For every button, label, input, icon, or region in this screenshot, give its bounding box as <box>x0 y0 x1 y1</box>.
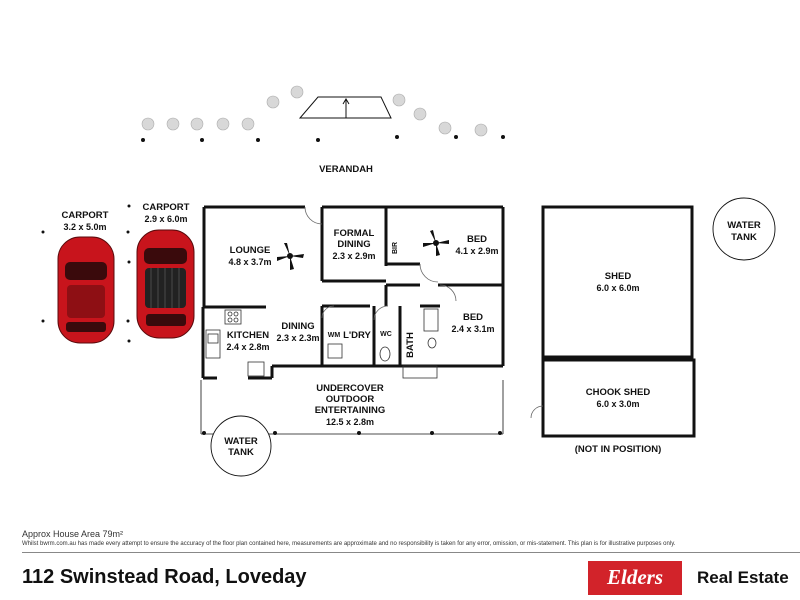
water-tank-2-line-2: TANK <box>731 232 757 243</box>
house-walls <box>201 205 505 380</box>
carport-1-size: 3.2 x 5.0m <box>63 222 106 232</box>
kitchen-size: 2.4 x 2.8m <box>226 342 269 352</box>
kitchen-fixtures <box>205 309 265 377</box>
bath-label: BATH <box>405 332 416 358</box>
dining-size: 2.3 x 2.3m <box>276 333 319 343</box>
laundry-tub <box>327 343 343 359</box>
formal-dining-name-1: FORMAL <box>334 228 375 239</box>
bed-1-name: BED <box>467 234 487 245</box>
carport-2-size: 2.9 x 6.0m <box>144 214 187 224</box>
wm-label: WM <box>328 332 341 339</box>
chook-shed: CHOOK SHED 6.0 x 3.0m (NOT IN POSITION) <box>530 358 696 455</box>
shed: SHED 6.0 x 6.0m <box>541 205 694 359</box>
water-tank-1: WATER TANK <box>210 415 272 477</box>
water-tank-1-line-1: WATER <box>224 436 258 447</box>
carport-2: CARPORT 2.9 x 6.0m <box>127 202 195 343</box>
formal-dining-size: 2.3 x 2.9m <box>332 251 375 261</box>
outdoor-line-1: UNDERCOVER <box>316 383 384 394</box>
toilet-icon <box>379 346 391 362</box>
car-icon <box>136 229 195 339</box>
disclaimer-text: Whilst bwrm.com.au has made every attemp… <box>22 541 676 547</box>
real-estate-label: Real Estate <box>697 568 789 587</box>
property-address: 112 Swinstead Road, Loveday <box>22 566 307 588</box>
lounge-name: LOUNGE <box>230 245 271 256</box>
wc-label: WC <box>380 331 392 338</box>
house-area-note: Approx House Area 79m² <box>22 529 124 539</box>
elders-logo-text: Elders <box>606 565 663 589</box>
water-tank-2: WATER TANK <box>712 197 776 261</box>
dining-name: DINING <box>281 321 314 332</box>
carport-2-name: CARPORT <box>143 202 190 213</box>
lounge-size: 4.8 x 3.7m <box>228 257 271 267</box>
floor-plan: VERANDAH CARPORT 3.2 x 5.0m CARPORT 2.9 … <box>41 85 776 477</box>
footer-divider <box>22 552 800 553</box>
door-swings <box>304 206 457 321</box>
bir-label: BIR <box>392 242 399 254</box>
outdoor-line-3: ENTERTAINING <box>315 405 386 416</box>
formal-dining-name-2: DINING <box>337 239 370 250</box>
verandah-label: VERANDAH <box>319 164 373 175</box>
chook-shed-size: 6.0 x 3.0m <box>596 399 639 409</box>
shed-size: 6.0 x 6.0m <box>596 283 639 293</box>
chook-shed-name: CHOOK SHED <box>586 387 651 398</box>
bed-1-size: 4.1 x 2.9m <box>455 246 498 256</box>
outdoor-line-2: OUTDOOR <box>326 394 375 405</box>
carport-1-name: CARPORT <box>62 210 109 221</box>
laundry-label: L'DRY <box>343 330 371 341</box>
bed-2-size: 2.4 x 3.1m <box>451 324 494 334</box>
ceiling-fan-icon <box>277 243 304 270</box>
shed-name: SHED <box>605 271 632 282</box>
water-tank-1-line-2: TANK <box>228 447 254 458</box>
verandah-area: VERANDAH <box>141 85 505 175</box>
outdoor-size: 12.5 x 2.8m <box>326 417 374 427</box>
kitchen-name: KITCHEN <box>227 330 269 341</box>
car-icon <box>57 236 115 344</box>
carport-1: CARPORT 3.2 x 5.0m <box>41 210 130 344</box>
verandah-roof <box>298 96 392 119</box>
elders-logo: Elders <box>588 561 682 595</box>
verandah-posts <box>141 135 505 142</box>
not-in-position-note: (NOT IN POSITION) <box>575 444 662 455</box>
bed-2-name: BED <box>463 312 483 323</box>
water-tank-2-line-1: WATER <box>727 220 761 231</box>
ceiling-fan-icon <box>423 230 449 256</box>
bathroom-fixtures <box>402 308 439 379</box>
tree-icons <box>141 85 488 137</box>
